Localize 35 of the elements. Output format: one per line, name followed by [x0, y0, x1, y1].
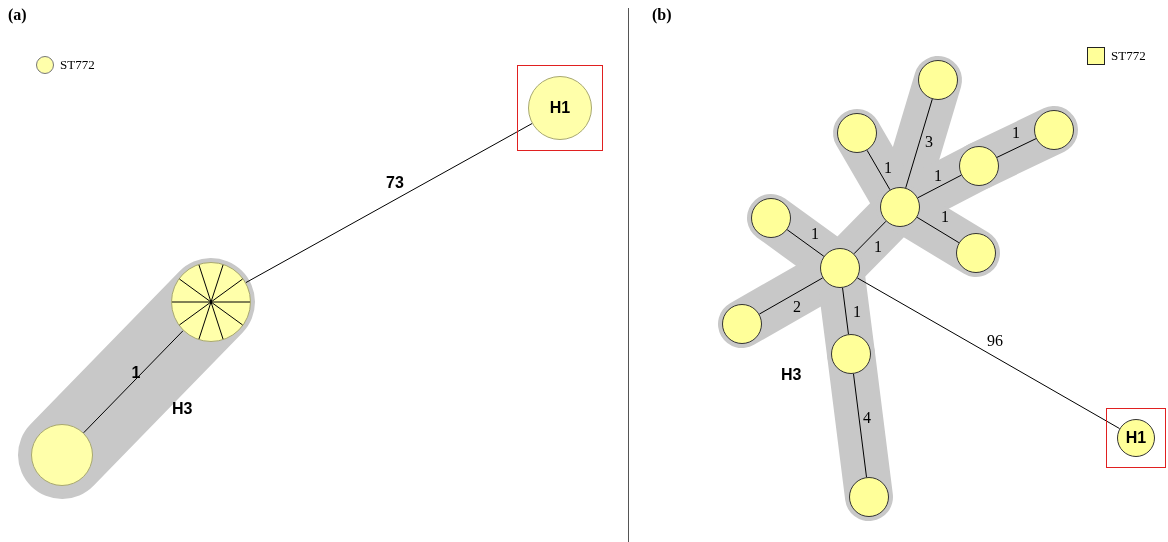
edge-label: 4: [863, 409, 871, 427]
connector-line: [917, 174, 962, 199]
edge-label: 1: [811, 225, 819, 243]
edge-label: 96: [987, 332, 1003, 350]
connector-line: [842, 287, 849, 335]
connector-line: [245, 123, 533, 284]
panel-label: (a): [8, 6, 27, 24]
edge-label: 73: [386, 174, 404, 192]
connector-line: [83, 330, 184, 434]
edge-label: 1: [874, 238, 882, 256]
connector-line: [866, 149, 891, 191]
connector-line: [905, 98, 933, 189]
edge-label: 1: [934, 167, 942, 185]
legend-text: ST772: [60, 57, 95, 73]
node-circle: [1117, 419, 1155, 457]
connector-line: [996, 138, 1037, 158]
edge-label: 1: [1012, 124, 1020, 142]
cluster-label: H3: [172, 400, 193, 418]
connector-line: [916, 216, 960, 244]
legend-text: ST772: [1111, 48, 1146, 64]
connector-line: [758, 277, 824, 315]
cluster-label: H3: [781, 366, 802, 384]
connector-line: [786, 229, 825, 257]
connector-line: [853, 373, 867, 478]
edge-label: 1: [853, 303, 861, 321]
node-label: H1: [549, 99, 571, 117]
edge-label: 1: [884, 159, 892, 177]
edge-label: 1: [131, 364, 141, 382]
edge-label: 2: [793, 298, 801, 316]
edge-label: 3: [925, 133, 933, 151]
panel-label: (b): [652, 6, 672, 24]
edge-label: 1: [941, 208, 949, 226]
node-label: H1: [1125, 429, 1147, 447]
connector-line: [856, 277, 1120, 430]
connector-line: [853, 220, 887, 255]
